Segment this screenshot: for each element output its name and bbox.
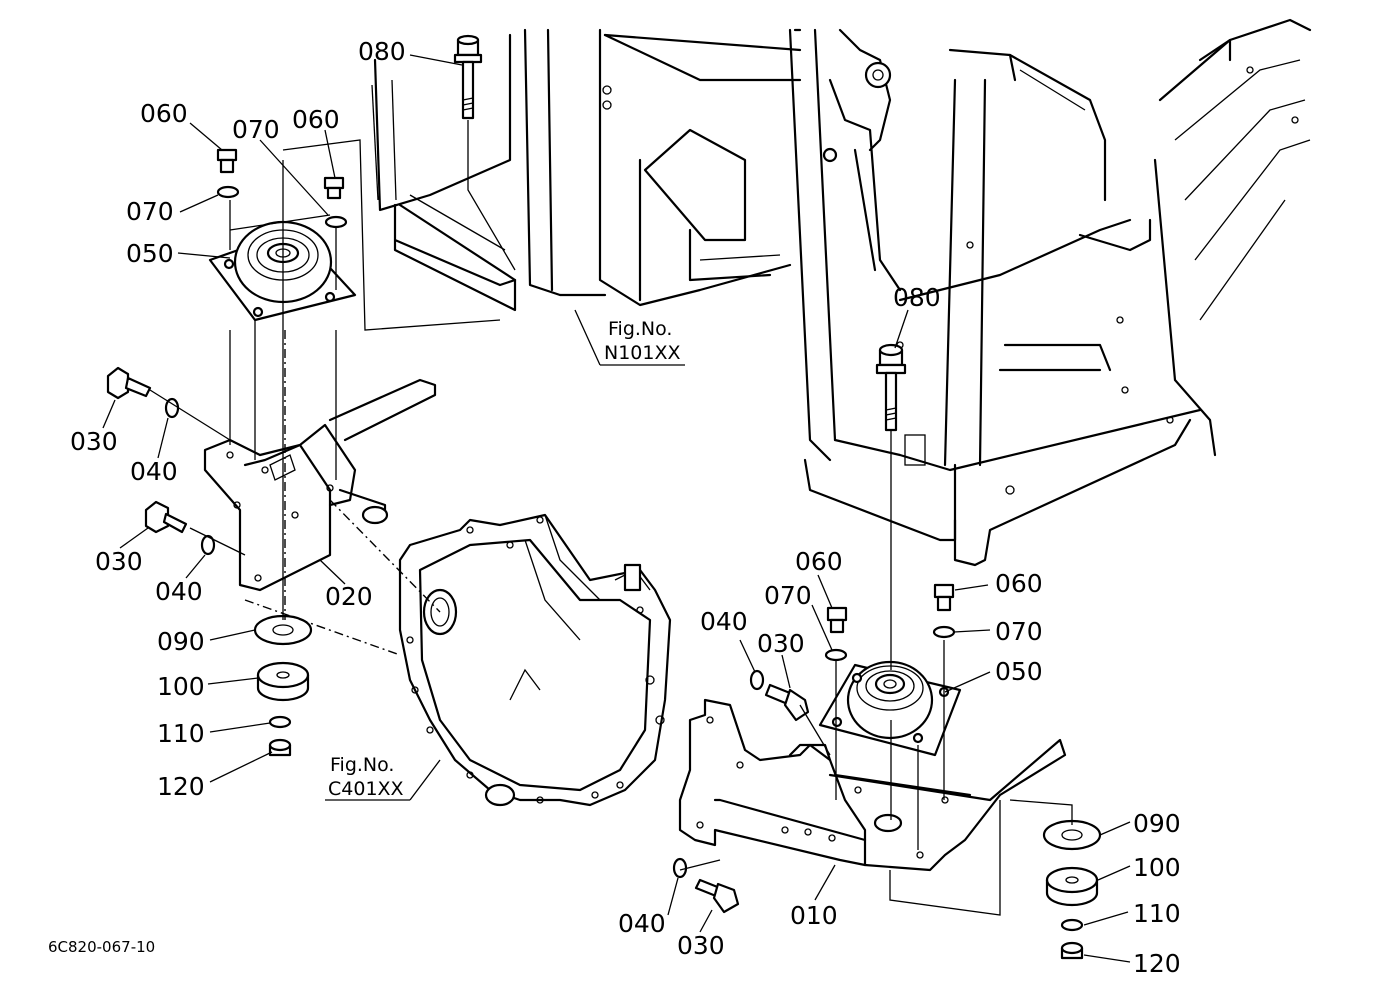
left-mounting-bracket	[203, 378, 437, 592]
fig-ref-label: Fig.No.	[608, 318, 672, 340]
part-label: 110	[157, 719, 205, 748]
fig-ref-number: N101XX	[604, 342, 681, 364]
assembly-lines	[149, 120, 1073, 916]
part-label: 030	[70, 427, 118, 456]
part-label: 070	[126, 197, 174, 226]
part-label: 040	[155, 577, 203, 606]
part-labels: 080 060 070 060 070 050 030 040 030 040 …	[70, 37, 1181, 978]
right-mounting-bracket	[678, 698, 1067, 872]
part-label: 080	[893, 283, 941, 312]
part-label: 040	[130, 457, 178, 486]
part-label: 070	[764, 581, 812, 610]
part-label: 030	[757, 629, 805, 658]
part-label: 090	[1133, 809, 1181, 838]
part-label: 040	[700, 607, 748, 636]
leader-lines	[102, 54, 1131, 963]
part-label: 100	[1133, 853, 1181, 882]
transmission-housing	[398, 513, 672, 807]
part-label: 060	[995, 569, 1043, 598]
part-label: 110	[1133, 899, 1181, 928]
part-label: 030	[95, 547, 143, 576]
fig-ref-label: Fig.No.	[330, 754, 394, 776]
part-label: 070	[232, 115, 280, 144]
diagram-code: 6C820-067-10	[48, 938, 155, 956]
part-label: 050	[126, 239, 174, 268]
part-label: 010	[790, 901, 838, 930]
part-label: 040	[618, 909, 666, 938]
part-label: 070	[995, 617, 1043, 646]
part-label: 030	[677, 931, 725, 960]
part-label: 120	[1133, 949, 1181, 978]
fig-ref-number: C401XX	[328, 778, 404, 800]
cab-frame	[371, 18, 1312, 567]
part-label: 060	[140, 99, 188, 128]
part-label: 060	[292, 105, 340, 134]
part-label: 060	[795, 547, 843, 576]
figure-references: Fig.No. N101XX Fig.No. C401XX	[328, 318, 681, 800]
right-isolator-mount	[818, 660, 962, 757]
part-label: 050	[995, 657, 1043, 686]
part-label: 100	[157, 672, 205, 701]
part-label: 080	[358, 37, 406, 66]
part-label: 020	[325, 582, 373, 611]
part-label: 090	[157, 627, 205, 656]
fasteners	[106, 34, 1102, 960]
part-label: 120	[157, 772, 205, 801]
